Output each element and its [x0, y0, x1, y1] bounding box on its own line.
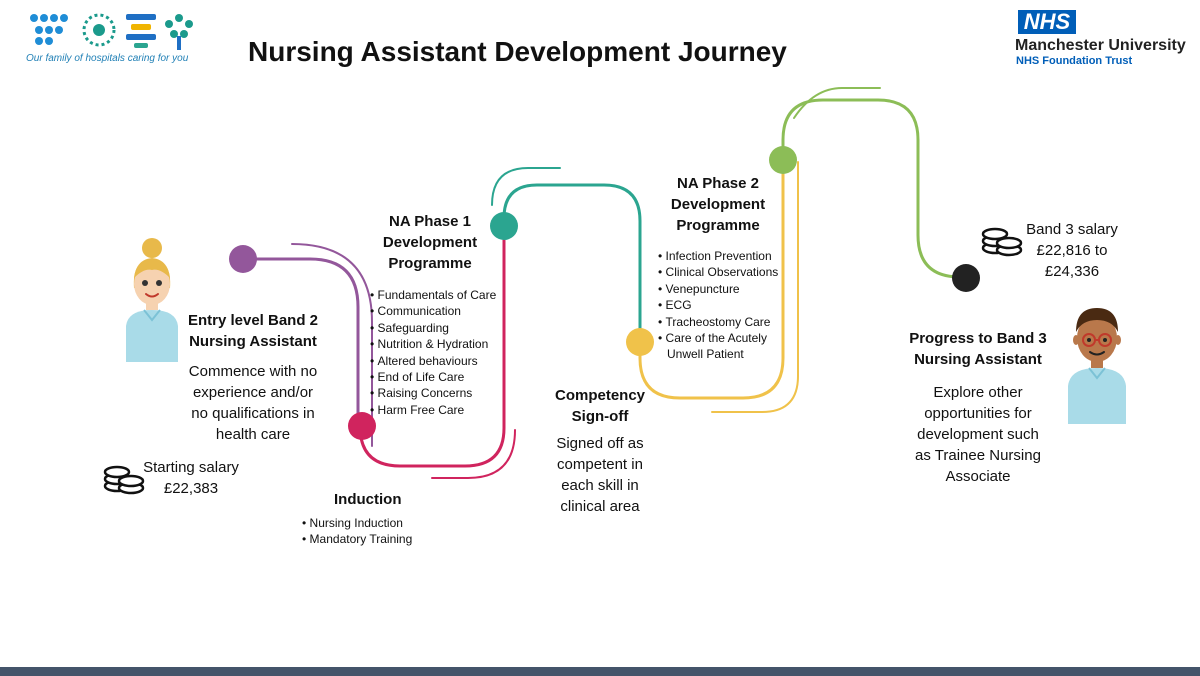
list-item: Care of the Acutely: [658, 330, 778, 346]
org-name: Manchester University: [1015, 37, 1186, 54]
milestone-induction: [348, 412, 376, 440]
starting-salary: Starting salary £22,383: [143, 459, 239, 497]
list-item: End of Life Care: [370, 369, 496, 385]
nurse-avatar-male: [1068, 308, 1126, 424]
list-item: ECG: [658, 297, 778, 313]
nurse-avatar-female: [126, 238, 178, 362]
entry-section: Entry level Band 2 Nursing Assistant: [170, 310, 336, 352]
entry-title: Entry level Band 2 Nursing Assistant: [187, 312, 319, 350]
band3-salary: Band 3 salary £22,816 to £24,336: [1026, 221, 1118, 280]
list-item: Clinical Observations: [658, 264, 779, 280]
list-item: Nutrition & Hydration: [370, 336, 496, 352]
phase1-title: NA Phase 1 Development Programme: [382, 213, 478, 272]
competency-title: Competency Sign-off: [554, 387, 646, 425]
milestone-phase1: [490, 212, 518, 240]
path-accent-phase2: [711, 161, 799, 413]
path-segment-phase2: [638, 158, 785, 400]
band3-description: Explore other opportunities for developm…: [915, 384, 1041, 485]
phase2-list: Infection Prevention Clinical Observatio…: [658, 248, 779, 363]
list-item: Unwell Patient: [667, 347, 744, 362]
milestone-entry: [229, 245, 257, 273]
list-item: Infection Prevention: [658, 248, 778, 264]
milestone-competency: [626, 328, 654, 356]
coin-stack-icon: [981, 227, 1023, 257]
entry-description: Commence with no experience and/or no qu…: [188, 363, 318, 443]
path-accent-band3: [793, 87, 881, 119]
org-trust: NHS Foundation Trust: [1016, 55, 1133, 67]
milestone-band3: [952, 264, 980, 292]
footer-bar: [0, 667, 1200, 676]
nhs-badge: NHS: [1018, 10, 1076, 34]
list-item: Raising Concerns: [370, 385, 496, 401]
list-item: Communication: [370, 303, 496, 319]
list-item: Harm Free Care: [370, 402, 496, 418]
list-item: Nursing Induction: [302, 515, 412, 531]
logo-tagline: Our family of hospitals caring for you: [26, 53, 189, 64]
list-item: Venepuncture: [658, 281, 778, 297]
list-item: Mandatory Training: [302, 531, 413, 547]
list-item: Safeguarding: [370, 320, 496, 336]
competency-description: Signed off as competent in each skill in…: [556, 435, 644, 515]
phase2-title: NA Phase 2 Development Programme: [670, 175, 766, 234]
induction-list: Nursing Induction Mandatory Training: [302, 515, 413, 548]
hospital-family-logo: [30, 13, 193, 50]
phase1-list: Fundamentals of Care Communication Safeg…: [370, 287, 497, 418]
coin-stack-icon: [103, 465, 145, 495]
list-item: Fundamentals of Care: [370, 287, 497, 303]
list-item: Altered behaviours: [370, 353, 496, 369]
path-accent-phase1: [431, 429, 516, 479]
path-segment-competency: [502, 183, 642, 344]
path-segment-phase1: [358, 224, 506, 468]
band3-title: Progress to Band 3 Nursing Assistant: [909, 330, 1047, 368]
list-item: Tracheostomy Care: [658, 314, 778, 330]
page-title: Nursing Assistant Development Journey: [248, 36, 787, 67]
path-segment-band3: [781, 98, 962, 279]
induction-title: Induction: [334, 491, 402, 508]
path-accent-competency: [491, 167, 561, 206]
path-segment-induction: [241, 257, 360, 428]
milestone-phase2: [769, 146, 797, 174]
